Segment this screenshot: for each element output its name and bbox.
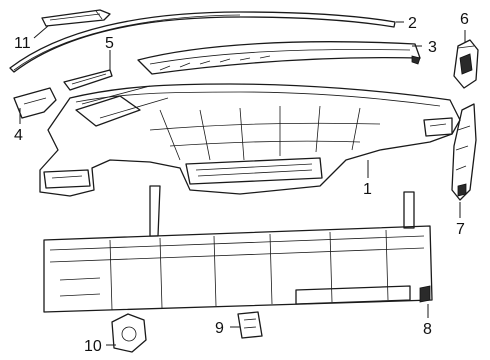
leader-lines: [19, 21, 466, 346]
part-3-defroster-panel: [137, 41, 421, 75]
callout-5: 5: [105, 35, 114, 52]
part-10-column-bracket: [111, 313, 147, 353]
callout-1: 1: [363, 181, 372, 198]
part-2-windshield-molding: [9, 11, 396, 73]
part-8-cross-car-beam: [43, 185, 433, 313]
callout-6: 6: [460, 11, 469, 28]
part-5-clip: [63, 69, 113, 91]
part-7-vertical-bracket: [451, 103, 477, 201]
part-11-trim-strip: [41, 9, 111, 27]
part-9-small-bracket: [237, 311, 263, 339]
callout-2: 2: [408, 15, 417, 32]
callout-11: 11: [14, 35, 31, 52]
callout-7: 7: [456, 221, 465, 238]
part-1-instrument-panel: [39, 83, 461, 197]
part-6-side-bracket: [453, 39, 479, 89]
callout-9: 9: [215, 320, 224, 337]
callout-8: 8: [423, 321, 432, 338]
callout-4: 4: [14, 127, 23, 144]
part-4-end-cap: [13, 87, 57, 119]
callout-3: 3: [428, 39, 437, 56]
callout-10: 10: [84, 338, 102, 355]
